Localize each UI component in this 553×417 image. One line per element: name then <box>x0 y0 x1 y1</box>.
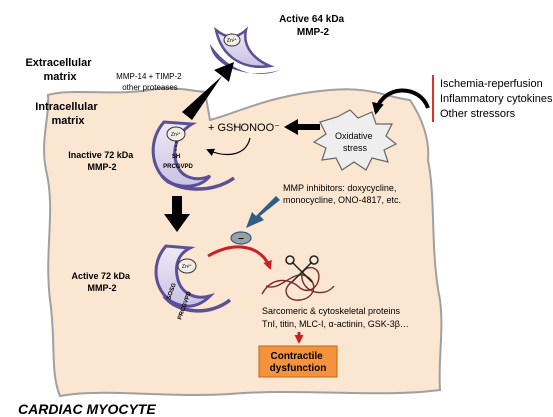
activation-arrow-down <box>164 196 190 232</box>
contractile-label-1: Contractile <box>270 351 323 362</box>
zn-label-64: Zn²⁺ <box>227 38 238 44</box>
svg-text:Extracellular matrix: Extracellular matrix <box>25 57 94 83</box>
active72-label-2: MMP-2 <box>88 283 117 293</box>
inhibition-marker <box>230 231 252 245</box>
stressor-to-oxidative-arrow <box>372 88 430 115</box>
contractile-box <box>258 345 338 378</box>
svg-text:Active 64 kDa MMP-2: Active 64 kDa MMP-2 <box>279 14 347 38</box>
oxidative-to-onoo-arrow <box>284 119 320 135</box>
svg-text:Ischemia-reperfusion Infla: Ischemia-reperfusion Inflammatory cytoki… <box>440 78 553 120</box>
stressor-2: Inflammatory cytokines <box>440 93 553 105</box>
gsh-to-enzyme-arrow <box>206 137 251 157</box>
minus-label: – <box>238 233 244 244</box>
oxidative-label-2: stress <box>343 143 368 153</box>
inactive72-label-1: Inactive 72 kDa <box>68 150 134 160</box>
extracellular-label-2: matrix <box>43 71 77 83</box>
svg-text:Inactive 72 kDa MMP-2: Inactive 72 kDa MMP-2 <box>68 150 136 172</box>
intracellular-label-1: Intracellular <box>35 101 98 113</box>
svg-text:Oxidative stress: Oxidative stress <box>335 131 375 153</box>
inactive-72kda-mmp2-shape: Zn²⁺ SH PRCGVPD <box>151 120 236 191</box>
cleavage-arrow <box>207 245 272 270</box>
active64-label-2: MMP-2 <box>297 27 330 38</box>
svg-text:Contractile dysfunction: Contractile dysfunction <box>270 351 327 374</box>
inhibitor-arrow <box>246 196 280 228</box>
active64-label-1: Active 64 kDa <box>279 14 344 25</box>
oxidative-stress-burst <box>312 109 398 171</box>
sh-label: SH <box>172 154 180 160</box>
active72-label-1: Active 72 kDa <box>71 271 131 281</box>
active-72kda-mmp2-shape: Zn²⁺ SOSG PRCGVPD <box>154 244 232 321</box>
contractile-label-2: dysfunction <box>270 363 327 374</box>
inactive72-label-2: MMP-2 <box>88 162 117 172</box>
prcgvpd-inactive: PRCGVPD <box>163 164 193 170</box>
active-64kda-mmp2-shape: Zn²⁺ <box>210 26 280 74</box>
svg-text:Active 72 kDa MMP-2: Active 72 kDa MMP-2 <box>71 271 132 293</box>
cardiac-myocyte-title: CARDIAC MYOCYTE <box>18 401 156 417</box>
scissors-icon <box>285 255 319 283</box>
svg-text:Sarcomeric & cytoskeletal prot: Sarcomeric & cytoskeletal proteins TnI, … <box>262 306 409 329</box>
inhibitors-label-2: monocycline, ONO-4817, etc. <box>283 195 401 205</box>
svg-text:Intracellular matrix: Intracellular matrix <box>35 101 100 127</box>
onoo-label: ↑ ONOO⁻ <box>232 122 280 134</box>
oxidative-label-1: Oxidative <box>335 131 373 141</box>
activation-arrow-up <box>182 62 234 120</box>
proteins-label-1: Sarcomeric & cytoskeletal proteins <box>262 306 401 316</box>
svg-text:MMP-14 + TIMP-2 other prot: MMP-14 + TIMP-2 other proteases <box>116 72 184 92</box>
proteins-label-2: TnI, titin, MLC-I, α-actinin, GSK-3β… <box>262 319 409 329</box>
zn-label-inactive: Zn²⁺ <box>171 132 182 138</box>
gsh-label: + GSH <box>208 122 241 134</box>
extracellular-label-1: Extracellular <box>25 57 92 69</box>
sosg-label: SOSG <box>166 282 178 301</box>
intracellular-label-2: matrix <box>51 115 85 127</box>
inhibitors-label-1: MMP inhibitors: doxycycline, <box>283 183 396 193</box>
mmp14-label-1: MMP-14 + TIMP-2 <box>116 72 182 81</box>
stressor-3: Other stressors <box>440 108 516 120</box>
zn-label-active72: Zn²⁺ <box>182 264 193 270</box>
mmp14-label-2: other proteases <box>122 83 178 92</box>
protein-tangle <box>261 266 335 301</box>
stressor-1: Ischemia-reperfusion <box>440 78 543 90</box>
svg-text:MMP inhibitors: doxycycline,: MMP inhibitors: doxycycline, monocycline… <box>283 183 401 205</box>
